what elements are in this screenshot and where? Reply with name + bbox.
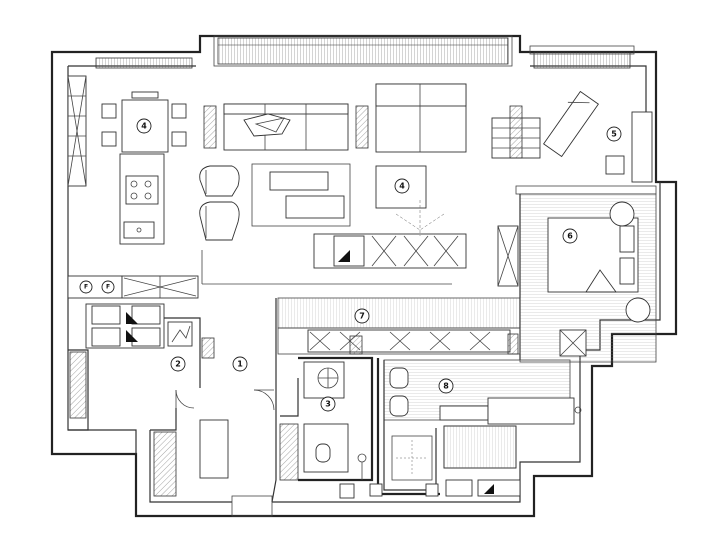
chaise-lounge [543,90,599,158]
fridge-label-right: F [106,284,110,291]
coffee-area [251,163,351,227]
room-label-2: 2 [175,360,181,369]
shelf-stack [491,105,541,159]
column-small [497,225,519,287]
window-main [213,35,513,67]
room-label-6: 6 [567,232,573,241]
pantry-cabinet [85,303,165,349]
pillar-mid [355,105,369,149]
pillar-hall [201,337,215,359]
kitchen-cabinets-wall [67,75,87,187]
bathroom-8 [369,358,582,497]
bathroom-3 [279,356,374,499]
room-label-5: 5 [611,130,617,139]
sofa-3-seat [223,103,349,151]
stair-dashed-lines [395,200,445,236]
pillar-left [203,105,217,149]
side-cabinet-right [605,111,653,183]
ottoman [375,165,427,209]
room-badge-8: 8 [438,378,454,394]
kitchen-island [119,153,165,245]
double-bed [547,217,639,293]
corridor-floor [277,297,521,355]
room-divider-line [201,250,452,285]
room-badge-1: 1 [232,356,248,372]
room-badge-2: 2 [170,356,186,372]
room-badge-6: 6 [562,228,578,244]
room-label-3: 3 [325,400,331,409]
room-badge-7: 7 [354,308,370,324]
room-label-4-living: 4 [399,182,405,191]
room-label-8: 8 [443,382,449,391]
room-label-7: 7 [359,312,365,321]
bedroom-closet [559,329,587,357]
room-label-1: 1 [237,360,243,369]
window-right [529,45,635,69]
window-left [95,57,193,69]
room-badge-5: 5 [606,126,622,142]
room-badge-3: 3 [320,396,336,412]
fridge-label-left: F [84,284,88,291]
fridge-badge-left: F [79,280,93,294]
nightstands [609,201,651,323]
entry-hall [150,298,277,517]
sofa-2-seat [375,83,467,153]
room-badge-4-living: 4 [394,178,410,194]
media-unit [313,233,467,269]
room-badge-4-dining: 4 [136,118,152,134]
fridge-badge-right: F [101,280,115,294]
room-label-4-dining: 4 [141,122,147,131]
armchairs [199,165,240,241]
room-2-walls [68,317,201,431]
